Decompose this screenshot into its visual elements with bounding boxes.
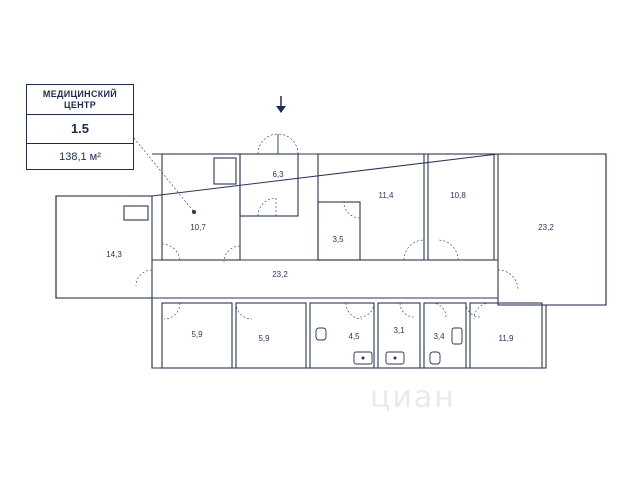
outer-wall [55,153,607,369]
watermark-text: циан [370,380,456,415]
location-dot [192,210,196,214]
door-swings [135,133,519,320]
room-label-2: 6,3 [272,170,284,179]
room-label-4: 10,8 [450,191,466,200]
sink-icon [353,351,373,365]
room-wall-34 [423,302,467,369]
room-wall-143 [55,195,153,299]
room-label-3: 11,4 [379,191,395,200]
room-label-6: 14,3 [106,250,122,259]
toilet-icon [429,351,441,365]
room-label-11: 4,5 [348,332,360,341]
room-label-14: 11,9 [499,334,515,343]
entrance-arrow-icon [276,96,286,113]
room-wall-232-right [497,153,607,306]
sink-icon [451,327,463,345]
west-wall [55,196,153,368]
room-wall-59a [161,302,233,369]
room-wall-119 [469,302,543,369]
room-wall-31 [377,302,421,369]
unit-type-label: МЕДИЦИНСКИЙ ЦЕНТР [27,85,133,115]
room-wall-59b [235,302,307,369]
room-label-13: 3,4 [433,332,445,341]
room-wall-107 [161,153,241,261]
unit-type-line1: МЕДИЦИНСКИЙ [42,89,118,99]
unit-code: 1.5 [27,115,133,144]
unit-type-line2: ЦЕНТР [63,100,97,110]
shaft [213,157,237,185]
unit-info-box: МЕДИЦИНСКИЙ ЦЕНТР 1.5 138,1 м² [26,84,134,170]
room-label-7: 3,5 [332,235,344,244]
room-label-9: 5,9 [191,330,203,339]
leader-line [133,137,195,213]
room-label-1: 10,7 [190,223,206,232]
toilet-icon [315,327,327,341]
room-label-10: 5,9 [258,334,270,343]
sink-icon [385,351,405,365]
room-143-niche [123,205,149,221]
room-wall-108 [427,153,495,261]
room-wall-63 [239,153,299,217]
room-wall-45 [309,302,375,369]
room-label-5: 23,2 [538,223,554,232]
room-label-12: 3,1 [393,326,405,335]
room-label-8: 23,2 [272,270,288,279]
room-wall-35 [317,201,361,261]
unit-area: 138,1 м² [59,151,101,163]
